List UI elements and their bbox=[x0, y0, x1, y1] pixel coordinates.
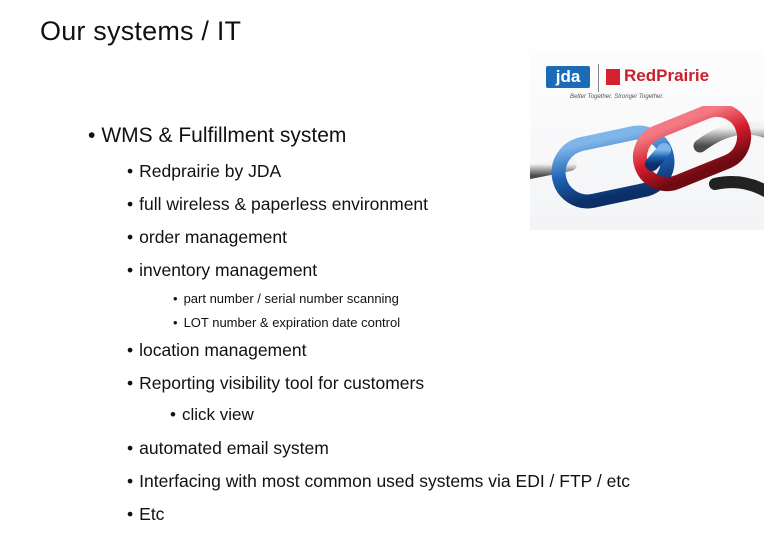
bullet-wireless: •full wireless & paperless environment bbox=[127, 194, 429, 214]
logo-divider bbox=[598, 64, 599, 92]
jda-redprairie-logo-image: jda RedPrairie Better Together. Stronger… bbox=[530, 50, 764, 230]
redprairie-mark-icon bbox=[606, 69, 620, 85]
bullet-interfacing: •Interfacing with most common used syste… bbox=[127, 471, 630, 491]
bullet-etc: •Etc bbox=[127, 504, 165, 524]
bullet-click-view: •click view bbox=[170, 405, 254, 424]
bullet-order-management: •order management bbox=[127, 227, 288, 247]
bullet-email: •automated email system bbox=[127, 438, 329, 458]
logo-tagline: Better Together. Stronger Together. bbox=[570, 94, 664, 100]
bullet-inventory-management: •inventory management bbox=[127, 260, 318, 280]
bullet-redprairie: •Redprairie by JDA bbox=[127, 161, 282, 181]
bullet-part-number: •part number / serial number scanning bbox=[173, 291, 399, 306]
jda-logo: jda bbox=[546, 66, 590, 88]
redprairie-logo-text: RedPrairie bbox=[624, 66, 710, 85]
bullet-wms: •WMS & Fulfillment system bbox=[88, 124, 347, 147]
chain-links-icon bbox=[530, 106, 764, 209]
bullet-location-management: •location management bbox=[127, 340, 307, 360]
bullet-reporting: •Reporting visibility tool for customers bbox=[127, 373, 425, 393]
slide-title: Our systems / IT bbox=[40, 16, 242, 46]
logo-bar: jda RedPrairie bbox=[546, 64, 746, 92]
bullet-lot-number: •LOT number & expiration date control bbox=[173, 315, 401, 330]
